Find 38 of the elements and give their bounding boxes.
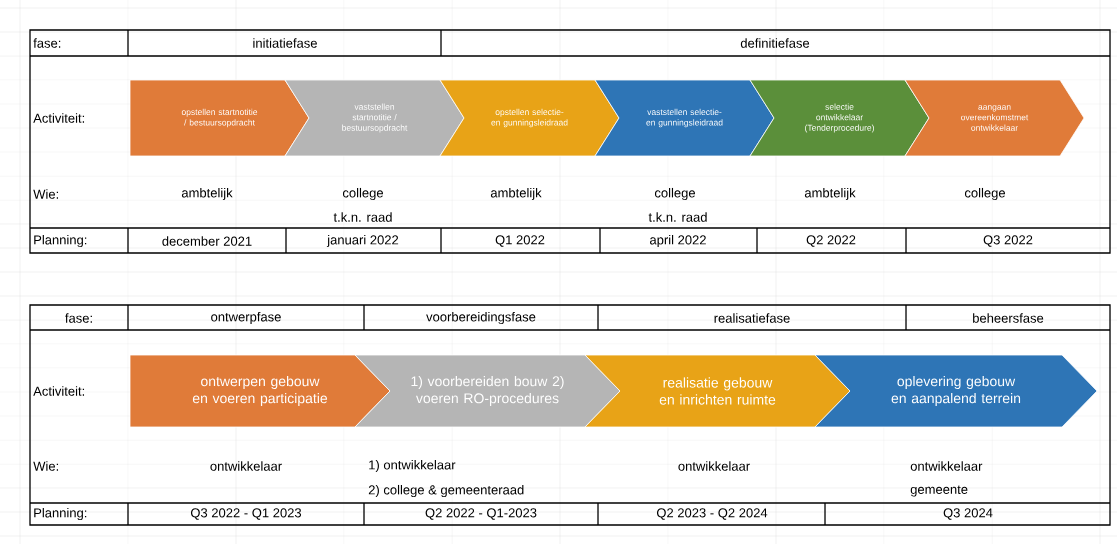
table-cell-text: t.k.n. raad [648,212,707,222]
table-cell-text: Q2 2022 [806,235,856,247]
table-cell-text: fase: [65,313,92,323]
table-cell-text: definitiefase [740,38,810,48]
table-cell-text: april 2022 [650,234,706,248]
table-cell-text: initiatiefase [253,38,317,48]
table-cell-text: Planning: [34,507,87,521]
table-cell-text: Planning: [34,234,87,248]
table-cell-text: college [654,187,695,201]
table-cell-text: ontwikkelaar [210,461,282,471]
table-cell-text: ontwikkelaar [910,461,983,471]
table-cell-text: college [342,187,383,201]
table-cell-text: Activiteit: [33,386,85,396]
table-cell-text: Q3 2022 [983,235,1033,247]
table-cell-text: fase: [33,38,61,48]
table-cell-text: Q3 2022 - Q1 2023 [190,508,302,520]
table-cell-text: Wie: [33,461,58,471]
table-cell-text: beheersfase [973,313,1044,323]
table-cell-text: december 2021 [162,236,252,246]
table-cell-text: realisatiefase [714,313,790,323]
table-cell-text: ontwikkelaar [678,461,750,471]
table-cell-text: 2) college & gemeenteraad [368,484,524,498]
table-cell-text: college [964,187,1005,201]
table-cell-text: gemeente [910,485,968,497]
table-cell-text: Wie: [33,189,58,199]
table-cell-text: ontwerpfase [211,311,281,325]
table-cell-text: ambtelijk [181,187,233,201]
table-cell-text: ambtelijk [490,187,542,201]
table-cell-text: Q1 2022 [495,235,545,247]
table-cell-text: 1) ontwikkelaar [369,459,456,473]
table-cell-text: Q2 2023 - Q2 2024 [656,508,768,520]
table-cell-text: januari 2022 [326,234,399,248]
table-cell-text: Q3 2024 [943,508,993,520]
table-cell-text: Activiteit: [33,113,85,123]
table-cell-text: ambtelijk [804,187,856,201]
table-cell-text: voorbereidingsfase [426,311,536,325]
table-cell-text: t.k.n. raad [333,212,392,222]
table-cell-text: Q2 2022 - Q1-2023 [425,508,537,520]
